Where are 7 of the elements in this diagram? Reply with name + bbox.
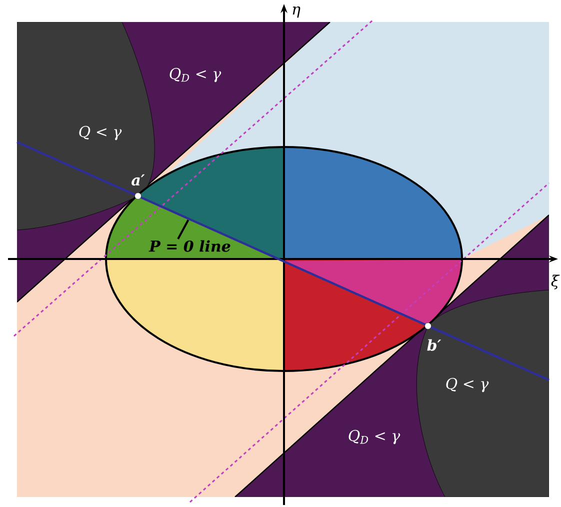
region-label: Q$_{D}$ < γ <box>170 68 222 82</box>
point-label: a′ <box>132 174 145 186</box>
axis-label: η <box>292 6 300 18</box>
point-label: b′ <box>427 339 442 351</box>
region-label: Q$_{D}$ < γ <box>348 430 400 444</box>
region-label: Q < γ <box>446 378 489 392</box>
leader-line <box>177 220 190 240</box>
